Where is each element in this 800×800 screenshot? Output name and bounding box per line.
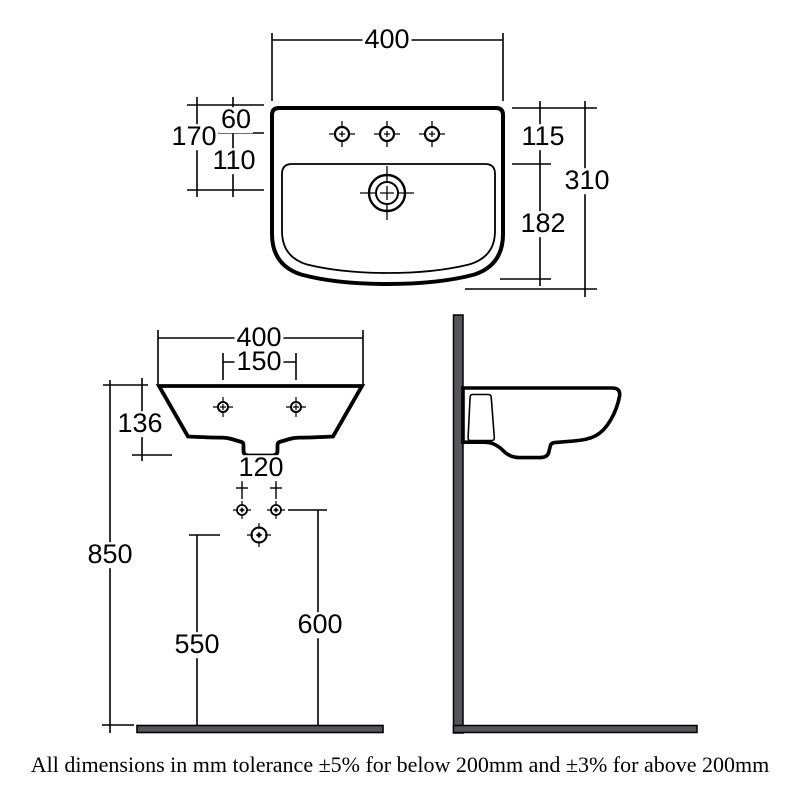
top-view-drawing — [187, 33, 597, 297]
front-view-basin-outline — [155, 384, 366, 458]
front-view-floor — [136, 724, 384, 734]
anchor-point-centre-icon — [247, 523, 271, 547]
drain-hole-icon — [360, 166, 414, 220]
tap-hole-center-icon — [374, 121, 400, 147]
top-hole-offset-label: 60 — [218, 104, 254, 135]
tap-hole-right-icon — [419, 121, 445, 147]
side-view-wall — [452, 314, 464, 734]
top-view-bowl-outline — [281, 163, 496, 274]
top-depth-label: 310 — [562, 165, 612, 196]
front-bracket-height-label: 550 — [172, 629, 222, 660]
front-fixing-centres-label: 150 — [234, 346, 284, 377]
anchor-point-right-icon — [267, 501, 285, 519]
front-height-label: 136 — [115, 408, 165, 439]
top-width-label: 400 — [362, 24, 412, 55]
side-view-bracket — [467, 393, 496, 442]
fixing-hole-right-icon — [286, 397, 306, 417]
front-width-label: 400 — [234, 322, 284, 353]
front-fixing-height-label: 600 — [295, 609, 345, 640]
top-rim-bowl-label: 115 — [519, 121, 567, 152]
side-view-floor — [452, 724, 698, 734]
anchor-point-left-icon — [233, 501, 251, 519]
side-view-basin-profile — [461, 386, 622, 460]
tolerance-note: All dimensions in mm tolerance ±5% for b… — [30, 752, 770, 777]
fixing-hole-left-icon — [213, 397, 233, 417]
front-rim-height-label: 850 — [85, 539, 135, 570]
front-outlet-label: 120 — [236, 452, 286, 483]
top-hole-total-label: 170 — [169, 121, 219, 152]
side-view-drawing — [452, 314, 698, 734]
front-view-drawing — [102, 330, 384, 734]
top-hole-drain-label: 110 — [210, 145, 258, 176]
tap-hole-left-icon — [329, 121, 355, 147]
top-bowl-front-label: 182 — [518, 208, 568, 239]
outlet-centre-lines — [236, 478, 282, 499]
